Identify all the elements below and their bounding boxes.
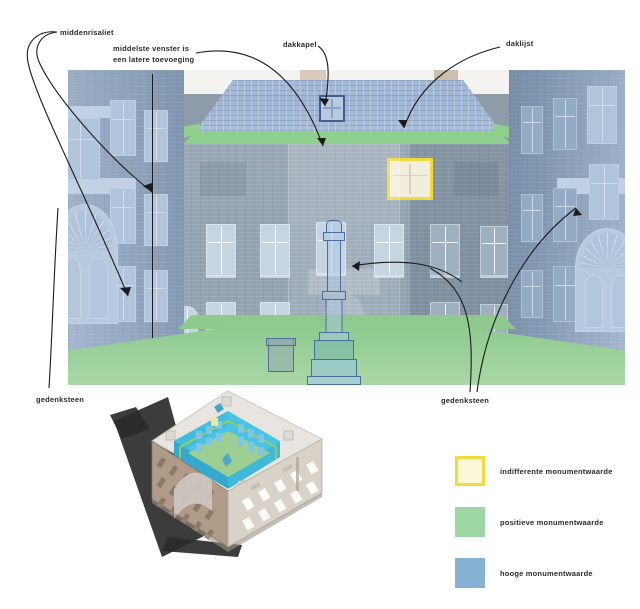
right-wing-arched-entrance <box>575 228 625 332</box>
legend-label-high: hooge monumentwaarde <box>500 568 593 578</box>
highlighted-window-indifferent <box>387 158 433 200</box>
monument-plinth-2 <box>311 359 357 377</box>
legend-swatch-indifferent <box>455 456 485 486</box>
right-door-leaf-1 <box>584 274 604 328</box>
monument-base <box>307 376 361 385</box>
blind-panel-1 <box>200 162 246 196</box>
right-door-leaf-2 <box>610 274 625 328</box>
window-rear-5 <box>430 224 460 276</box>
monument-shaft-upper <box>327 240 341 292</box>
window-rear-2 <box>260 224 290 276</box>
dakkapel-dormer <box>319 95 345 122</box>
gedenksteen-small-marker <box>266 338 296 372</box>
left-wing-guide-line <box>152 74 153 364</box>
window-rear-1 <box>206 224 236 276</box>
legend-swatch-high <box>455 558 485 588</box>
window-rear-6 <box>480 226 508 276</box>
annotation-gedenksteen-right: gedenksteen <box>441 396 490 405</box>
annotation-middenrisaliet: middenrisaliet <box>60 28 114 37</box>
window-right-2 <box>553 98 577 150</box>
legend-row-indifferent: indifferente monumentwaarde <box>455 456 635 486</box>
window-rear-4 <box>374 224 404 276</box>
legend-label-indifferent: indifferente monumentwaarde <box>500 466 613 476</box>
courtyard-perspective-render <box>68 70 625 385</box>
monument-shaft-lower <box>325 299 343 333</box>
annotation-middelste-venster: middelste venster is een latere toevoegi… <box>113 44 195 64</box>
gedenksteen-monument-highlight <box>306 220 362 385</box>
legend-row-high: hooge monumentwaarde <box>455 558 635 588</box>
annotation-dakkapel: dakkapel <box>283 40 317 49</box>
window-left-7 <box>144 270 168 322</box>
gedenksteen-small-cap <box>266 338 296 346</box>
window-right-3 <box>587 86 617 144</box>
window-right-1 <box>521 106 543 154</box>
blind-panel-2 <box>454 162 498 196</box>
window-left-5 <box>144 194 168 246</box>
axonometric-building-model <box>110 385 342 565</box>
right-fanlight <box>580 233 625 268</box>
legend-row-positive: positieve monumentwaarde <box>455 507 635 537</box>
page-root: middenrisaliet middelste venster is een … <box>26 28 625 588</box>
annotation-gedenksteen-left: gedenksteen <box>36 395 85 404</box>
annotation-daklijst: daklijst <box>506 39 534 48</box>
legend: indifferente monumentwaarde positieve mo… <box>455 456 635 609</box>
legend-label-positive: positieve monumentwaarde <box>500 517 604 527</box>
window-right-8 <box>589 164 619 220</box>
monument-plinth-1 <box>314 340 354 360</box>
legend-swatch-positive <box>455 507 485 537</box>
